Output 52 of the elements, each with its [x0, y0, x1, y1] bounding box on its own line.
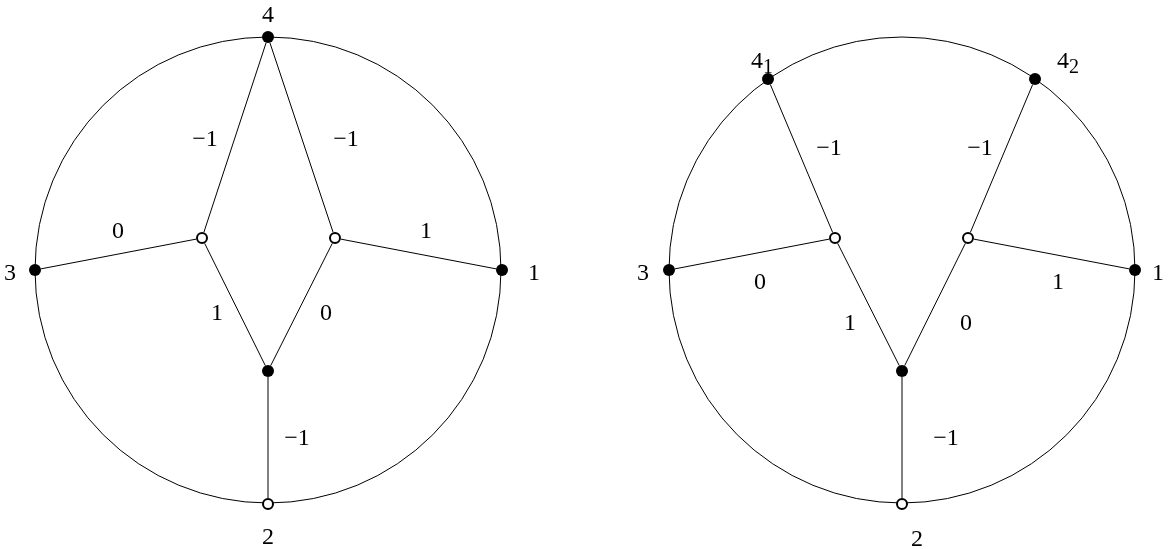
- edge-label: −1: [933, 425, 959, 449]
- vertex-label: 4$_{1}$: [751, 47, 773, 77]
- filled-vertex-dot: [262, 31, 274, 43]
- vertex-label: 2: [262, 524, 274, 548]
- edge-line: [270, 242, 333, 367]
- edge-label: −1: [333, 126, 359, 150]
- vertex-label: 3: [637, 260, 649, 284]
- edge-line: [40, 238, 197, 270]
- vertex-label: 4$_{2}$: [1057, 47, 1079, 77]
- edge-line: [901, 376, 903, 499]
- edge-line: [267, 376, 269, 499]
- edge-label: 1: [1052, 269, 1064, 293]
- filled-vertex-dot: [29, 264, 41, 276]
- edge-line: [203, 42, 267, 233]
- hollow-vertex-circle: [829, 232, 841, 244]
- filled-vertex-dot: [496, 264, 508, 276]
- vertex-label: 4: [262, 2, 274, 26]
- edge-label: 1: [420, 218, 432, 242]
- hollow-vertex-circle: [896, 498, 908, 510]
- edge-line: [904, 242, 966, 367]
- filled-vertex-dot: [1029, 73, 1041, 85]
- edge-label: 0: [960, 310, 972, 334]
- edge-line: [837, 242, 900, 367]
- filled-vertex-dot: [762, 73, 774, 85]
- edge-line: [269, 42, 334, 233]
- edge-line: [340, 238, 497, 270]
- edge-label: 0: [112, 218, 124, 242]
- vertex-label: 2: [911, 526, 923, 549]
- edge-label: −1: [816, 135, 842, 159]
- edge-line: [674, 238, 830, 270]
- edge-label: 0: [320, 300, 332, 324]
- edge-line: [973, 238, 1130, 270]
- hollow-vertex-circle: [329, 232, 341, 244]
- filled-vertex-dot: [1129, 264, 1141, 276]
- hollow-vertex-circle: [962, 232, 974, 244]
- edge-label: 1: [211, 300, 223, 324]
- edge-label: −1: [967, 135, 993, 159]
- edge-line: [769, 84, 834, 233]
- edge-line: [204, 242, 266, 367]
- filled-vertex-dot: [262, 365, 274, 377]
- edge-label: 1: [844, 310, 856, 334]
- filled-vertex-dot: [896, 365, 908, 377]
- hollow-vertex-circle: [196, 232, 208, 244]
- vertex-label: 3: [4, 260, 16, 284]
- edge-label: −1: [192, 126, 218, 150]
- edge-label: −1: [284, 425, 310, 449]
- vertex-label: 1: [528, 260, 540, 284]
- filled-vertex-dot: [663, 264, 675, 276]
- hollow-vertex-circle: [262, 498, 274, 510]
- edge-line: [969, 84, 1034, 233]
- vertex-label: 1: [1152, 260, 1164, 284]
- edge-label: 0: [754, 269, 766, 293]
